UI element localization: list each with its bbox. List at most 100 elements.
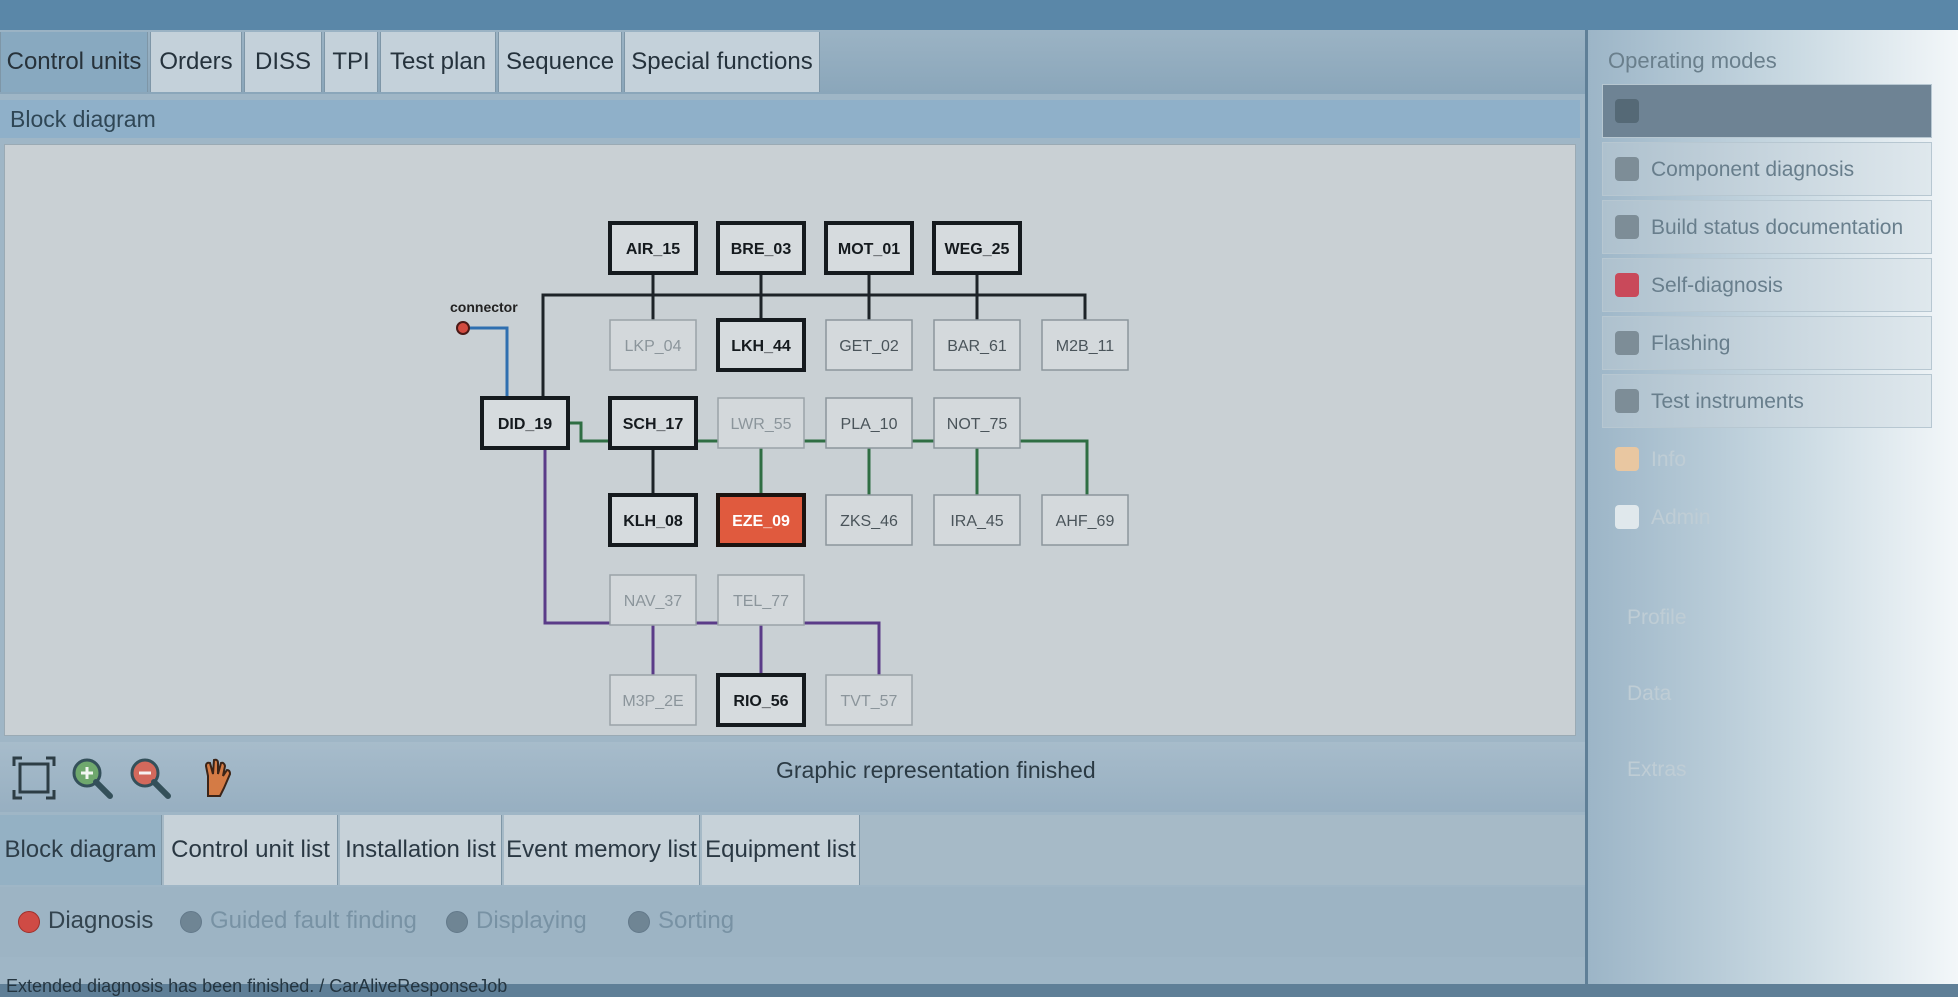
operating-modes-title: Operating modes (1608, 48, 1777, 73)
bus-line (541, 293, 1087, 423)
control-unit-box (609, 319, 697, 371)
bus-line (463, 326, 509, 401)
tab-block-diagram[interactable]: Block diagram (0, 815, 162, 885)
info-icon (1615, 447, 1639, 471)
tab-installation-list[interactable]: Installation list (340, 815, 502, 885)
build-status-icon (1615, 215, 1639, 239)
control-unit-box (717, 574, 805, 626)
control-unit-label: EZE_09 (732, 513, 790, 530)
tab-tpi[interactable]: TPI (324, 32, 378, 92)
control-unit-box (1041, 319, 1129, 371)
control-unit-not-75[interactable]: NOT_75 (933, 397, 1021, 449)
control-unit-rio-56[interactable]: RIO_56 (716, 673, 806, 727)
control-unit-lkp-04[interactable]: LKP_04 (609, 319, 697, 371)
bus-line (561, 421, 1089, 497)
mode-item-label: Profile (1627, 606, 1687, 629)
mode-item-label: Data (1627, 682, 1672, 705)
control-unit-klh-08[interactable]: KLH_08 (608, 493, 698, 547)
mode-item-test-instruments[interactable]: Test instruments (1602, 374, 1932, 428)
mode-item-selected[interactable] (1602, 84, 1932, 138)
bus-line (543, 445, 881, 675)
control-unit-label: PLA_10 (841, 416, 898, 433)
control-unit-box (825, 494, 913, 546)
control-unit-air-15[interactable]: AIR_15 (608, 221, 698, 275)
mode-icon (1615, 99, 1639, 123)
control-unit-m2b-11[interactable]: M2B_11 (1041, 319, 1129, 371)
control-unit-label: NOT_75 (947, 416, 1008, 433)
control-unit-pla-10[interactable]: PLA_10 (825, 397, 913, 449)
control-unit-bre-03[interactable]: BRE_03 (716, 221, 806, 275)
control-unit-ira-45[interactable]: IRA_45 (933, 494, 1021, 546)
control-unit-weg-25[interactable]: WEG_25 (932, 221, 1022, 275)
control-unit-box (608, 396, 698, 450)
tab-event-memory-list[interactable]: Event memory list (504, 815, 700, 885)
mode-guided-fault-finding[interactable]: Guided fault finding (168, 893, 430, 949)
control-unit-mot-01[interactable]: MOT_01 (824, 221, 914, 275)
top-tab-bar: Control units Orders DISS TPI Test plan … (0, 30, 1585, 94)
diagram-toolbar (0, 742, 1585, 812)
control-unit-zks-46[interactable]: ZKS_46 (825, 494, 913, 546)
mode-bar: Diagnosis Guided fault finding Displayin… (0, 887, 1585, 957)
control-unit-lwr-55[interactable]: LWR_55 (717, 397, 805, 449)
mode-displaying[interactable]: Displaying (434, 893, 612, 949)
mode-item-extras[interactable]: Extras (1602, 742, 1932, 796)
mode-label: Guided fault finding (210, 907, 417, 934)
mode-item-info[interactable]: Info (1602, 432, 1932, 486)
mode-item-label: Test instruments (1651, 390, 1804, 413)
tab-control-units[interactable]: Control units (0, 32, 148, 92)
mode-label: Diagnosis (48, 907, 154, 934)
control-unit-label: NAV_37 (624, 593, 683, 610)
hand-pan-icon[interactable] (192, 756, 236, 800)
mode-item-label: Self-diagnosis (1651, 274, 1783, 297)
tab-diss[interactable]: DISS (244, 32, 322, 92)
connector-dot-icon[interactable] (456, 321, 470, 335)
fit-screen-icon[interactable] (12, 756, 56, 800)
control-unit-sch-17[interactable]: SCH_17 (608, 396, 698, 450)
tab-control-unit-list[interactable]: Control unit list (164, 815, 338, 885)
mode-item-admin[interactable]: Admin (1602, 490, 1932, 544)
control-unit-nav-37[interactable]: NAV_37 (609, 574, 697, 626)
bottom-tab-bar: Block diagram Control unit list Installa… (0, 815, 1585, 885)
control-unit-ahf-69[interactable]: AHF_69 (1041, 494, 1129, 546)
control-unit-tvt-57[interactable]: TVT_57 (825, 674, 913, 726)
tab-orders[interactable]: Orders (150, 32, 242, 92)
control-unit-lkh-44[interactable]: LKH_44 (716, 318, 806, 372)
mode-item-profile[interactable]: Profile (1602, 590, 1932, 644)
control-unit-m3p-2e[interactable]: M3P_2E (609, 674, 697, 726)
control-unit-tel-77[interactable]: TEL_77 (717, 574, 805, 626)
tab-test-plan[interactable]: Test plan (380, 32, 496, 92)
zoom-out-icon[interactable] (128, 756, 172, 800)
mode-item-data[interactable]: Data (1602, 666, 1932, 720)
mode-diagnosis[interactable]: Diagnosis (6, 893, 166, 949)
mode-item-flashing[interactable]: Flashing (1602, 316, 1932, 370)
control-unit-box (933, 494, 1021, 546)
flashing-icon (1615, 331, 1639, 355)
mode-item-build-status-documentation[interactable]: Build status documentation (1602, 200, 1932, 254)
mode-item-label: Component diagnosis (1651, 158, 1855, 181)
connector[interactable]: connector (450, 299, 518, 335)
mode-item-component-diagnosis[interactable]: Component diagnosis (1602, 142, 1932, 196)
control-unit-label: BAR_61 (947, 338, 1007, 355)
control-unit-box (717, 397, 805, 449)
control-unit-box (608, 221, 698, 275)
status-message: Extended diagnosis has been finished. / … (6, 976, 508, 996)
control-unit-did-19[interactable]: DID_19 (480, 396, 570, 450)
control-unit-eze-09[interactable]: EZE_09 (716, 493, 806, 547)
mode-item-label: Info (1651, 448, 1687, 471)
control-unit-get-02[interactable]: GET_02 (825, 319, 913, 371)
control-unit-box (608, 493, 698, 547)
control-unit-box (824, 221, 914, 275)
zoom-in-icon[interactable] (70, 756, 114, 800)
diagram-status-text: Graphic representation finished (776, 757, 1096, 783)
tab-equipment-list[interactable]: Equipment list (702, 815, 860, 885)
mode-label: Sorting (658, 907, 735, 934)
tab-special-functions[interactable]: Special functions (624, 32, 820, 92)
control-unit-bar-61[interactable]: BAR_61 (933, 319, 1021, 371)
mode-sorting[interactable]: Sorting (616, 893, 766, 949)
guided-fault-finding-icon (180, 911, 202, 933)
mode-item-self-diagnosis[interactable]: Self-diagnosis (1602, 258, 1932, 312)
mode-item-label: Extras (1627, 758, 1687, 781)
tab-sequence[interactable]: Sequence (498, 32, 622, 92)
